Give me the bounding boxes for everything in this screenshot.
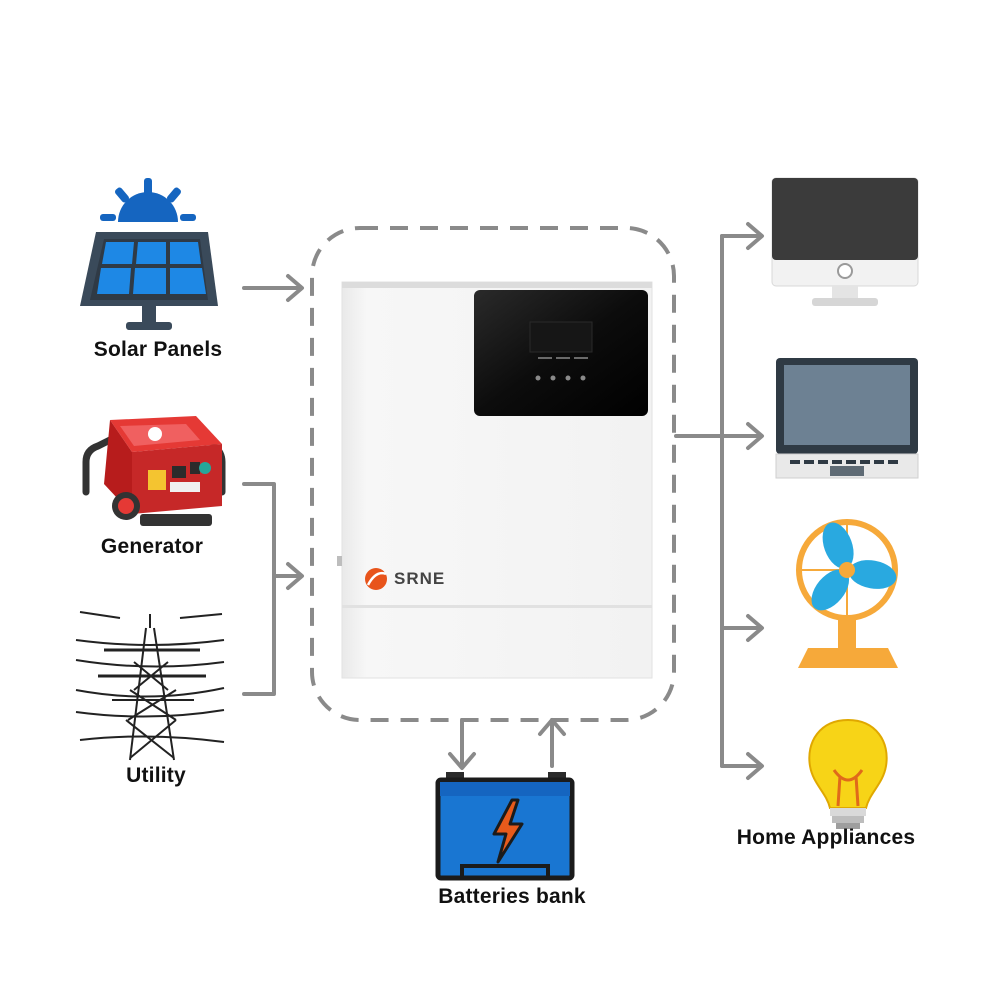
lightning-bolt-icon (492, 798, 524, 864)
desktop-monitor-icon (771, 177, 919, 306)
fan-icon (796, 519, 898, 668)
battery-icon (435, 772, 575, 881)
srne-logo-icon (365, 568, 387, 590)
utility-label: Utility (126, 764, 186, 787)
sun-icon (100, 178, 196, 222)
solar-panels-label: Solar Panels (93, 338, 223, 361)
inverter-unit (337, 281, 653, 679)
system-boundary (310, 226, 676, 722)
generator-icon (82, 416, 226, 526)
batteries-bank-label: Batteries bank (438, 885, 586, 908)
inverter-brand-text: SRNE (394, 569, 446, 588)
flow-arrows (242, 222, 764, 780)
solar-panel-icon (80, 178, 218, 330)
light-bulb-icon (808, 718, 888, 829)
home-appliances-label: Home Appliances (736, 826, 916, 849)
laptop-icon (775, 358, 919, 479)
inverter-display-screen (474, 290, 648, 416)
generator-label: Generator (100, 535, 204, 558)
inverter-buttons (535, 375, 586, 381)
utility-tower-icon (75, 611, 225, 761)
